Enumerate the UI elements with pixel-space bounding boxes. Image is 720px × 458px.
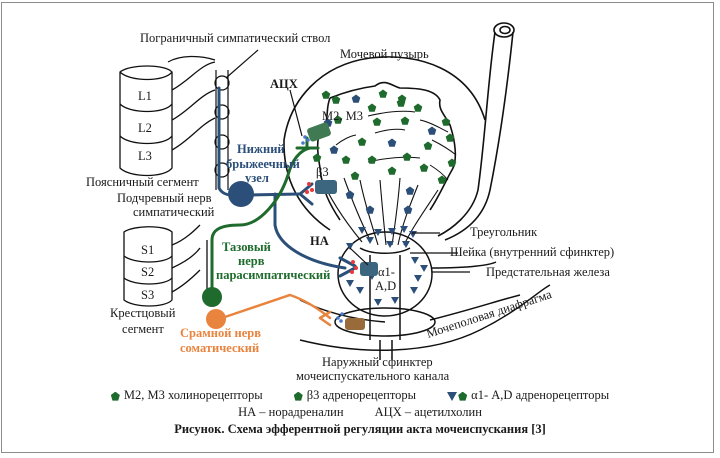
ach-dots: [301, 135, 344, 323]
label-alpha1-2: A,D: [375, 279, 396, 293]
m2m3-receptor: [307, 122, 331, 142]
green-pentagon-icon: [458, 391, 468, 401]
label-neck: Шейка (внутренний сфинктер): [450, 245, 614, 259]
pelvic-ganglion: [202, 287, 222, 307]
leader-lines: [289, 89, 470, 273]
lumbar-spinal-cord: [119, 55, 216, 177]
ureter: [437, 22, 515, 241]
external-sphincter-receptor: [345, 318, 365, 330]
label-pudendal-1: Срамной нерв: [180, 326, 261, 340]
sympathetic-trunk: [214, 49, 259, 190]
label-ach: АЦХ: [270, 77, 298, 91]
pudendal-ganglion: [206, 309, 226, 329]
legend-beta-receptors: β3 адренорецепторы: [293, 388, 416, 402]
label-beta3: β3: [316, 165, 329, 179]
green-pentagon-icon: [293, 391, 303, 401]
label-L2: L2: [138, 121, 152, 135]
m-receptors: [312, 89, 457, 184]
label-inferior-mesenteric-3: узел: [245, 171, 269, 185]
pudendal-nerve: [220, 293, 332, 327]
label-pelvic-2: нерв: [238, 254, 265, 268]
label-inferior-mesenteric-2: брыжеечный: [226, 157, 300, 171]
green-pentagon-icon: [110, 391, 120, 401]
label-S1: S1: [141, 243, 154, 257]
legend-ach: АЦХ – ацетилхолин: [374, 405, 482, 419]
label-sacral-2: сегмент: [122, 322, 164, 336]
label-L1: L1: [138, 89, 152, 103]
label-S2: S2: [141, 265, 154, 279]
label-ext-sphincter-1: Наружный сфинктер: [322, 355, 433, 369]
label-pelvic-3: парасимпатический: [216, 268, 330, 282]
legend-m-receptors: М2, М3 холинорецепторы: [110, 388, 263, 402]
figure-caption: Рисунок. Схема эфферентной регуляции акт…: [174, 422, 546, 436]
sacral-spinal-cord: [123, 224, 208, 307]
legend-receptors: М2, М3 холинорецепторы β3 адренорецептор…: [0, 388, 720, 403]
label-L3: L3: [138, 149, 152, 163]
label-m2m3: М2, М3: [322, 109, 363, 123]
label-pelvic-1: Тазовый: [222, 240, 271, 254]
label-pudendal-2: соматический: [180, 341, 259, 355]
inferior-mesenteric-ganglion: [228, 181, 254, 207]
na-dots: [305, 182, 358, 274]
beta3-receptor: [315, 180, 337, 194]
label-S3: S3: [141, 288, 154, 302]
label-trigone: Треугольник: [470, 225, 538, 239]
blue-triangle-icon: [447, 391, 458, 401]
label-hypogastric-1: Подчревный нерв: [117, 191, 212, 205]
label-sympathetic-trunk: Пограничный симпатический ствол: [140, 31, 330, 45]
label-bladder: Мочевой пузырь: [340, 47, 429, 61]
alpha1-receptor: [360, 262, 378, 276]
label-na: НА: [310, 234, 329, 248]
label-lumbar-segment: Поясничный сегмент: [86, 175, 199, 189]
label-alpha1-1: α1-: [378, 265, 395, 279]
legend-alpha-receptors: α1- A,D адренорецепторы: [447, 388, 609, 402]
label-inferior-mesenteric-1: Нижний: [237, 142, 285, 156]
label-hypogastric-2: симпатический: [133, 205, 215, 219]
legend-abbreviations: НА – норадреналин АЦХ – ацетилхолин: [0, 405, 720, 420]
bladder-outline: [283, 56, 486, 246]
label-ext-sphincter-2: мочеиспускательного канала: [296, 369, 450, 383]
label-sacral-1: Крестцовый: [110, 306, 176, 320]
label-prostate: Предстательная железа: [486, 265, 610, 279]
bladder-neck-prostate: [299, 231, 551, 360]
legend-na: НА – норадреналин: [238, 405, 344, 419]
label-urogenital-diaphragm: Мочеполовая диафрагма: [425, 287, 554, 341]
